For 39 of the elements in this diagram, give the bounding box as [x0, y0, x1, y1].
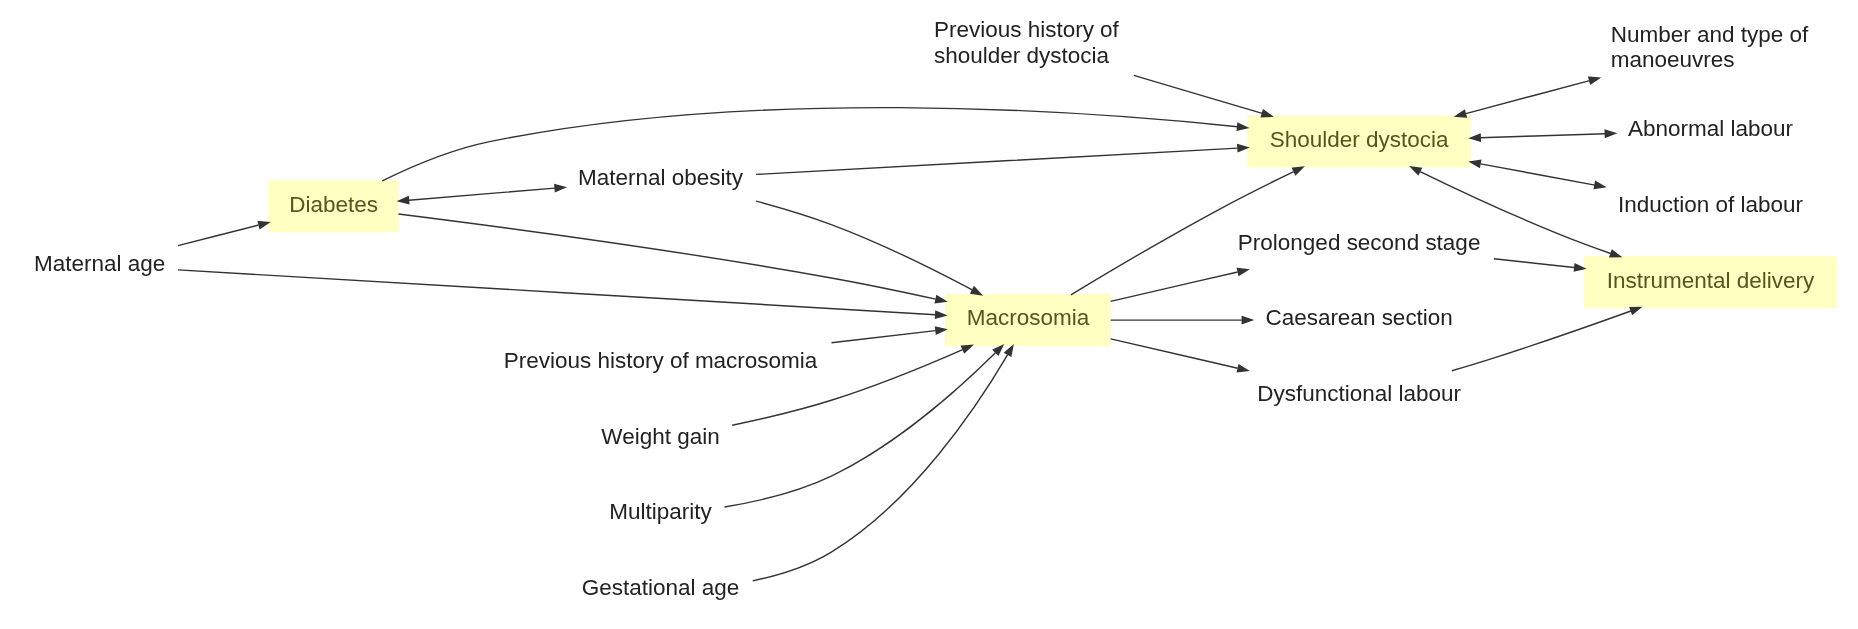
arrow: [751, 343, 1014, 582]
arrow: [723, 343, 1005, 508]
arrow: [731, 344, 974, 426]
arrow: [1493, 258, 1587, 272]
arrow: [1468, 159, 1607, 190]
arrow: [755, 143, 1250, 176]
node-box: Instrumental delivery: [1584, 256, 1838, 309]
node-box: Macrosomia: [945, 294, 1112, 347]
arrow: [397, 213, 948, 304]
node-text: Caesarean section: [1265, 305, 1453, 331]
node-text: Induction of labour: [1618, 191, 1804, 217]
arrow: [396, 183, 568, 205]
node-text: Multiparity: [609, 499, 712, 525]
arrow: [1109, 315, 1255, 325]
node-text: Gestational age: [581, 575, 740, 601]
arrow: [177, 269, 948, 320]
arrow: [1453, 76, 1602, 118]
node-text: Maternal age: [34, 250, 166, 276]
node-text: Prolonged second stage: [1237, 229, 1481, 255]
arrow: [1451, 306, 1643, 372]
arrow: [755, 200, 984, 296]
node-text: Number and type of manoeuvres: [1610, 21, 1809, 72]
node-text: Dysfunctional labour: [1257, 381, 1462, 407]
arrow: [177, 220, 271, 247]
node-text: Weight gain: [601, 423, 720, 449]
arrow: [1109, 338, 1250, 373]
arrow: [381, 106, 1250, 182]
arrow: [1109, 267, 1250, 303]
arrow: [1468, 129, 1618, 143]
node-box: Diabetes: [268, 180, 400, 233]
node-text: Previous history of macrosomia: [503, 347, 818, 373]
node-text: Abnormal labour: [1628, 115, 1794, 141]
node-text: Maternal obesity: [578, 164, 743, 190]
arrow: [1133, 74, 1274, 118]
arrow: [830, 326, 948, 344]
arrow: [1070, 166, 1305, 296]
node-text: Previous history of shoulder dystocia: [933, 17, 1119, 68]
node-box: Shoulder dystocia: [1247, 115, 1471, 168]
arrow: [1409, 166, 1623, 258]
